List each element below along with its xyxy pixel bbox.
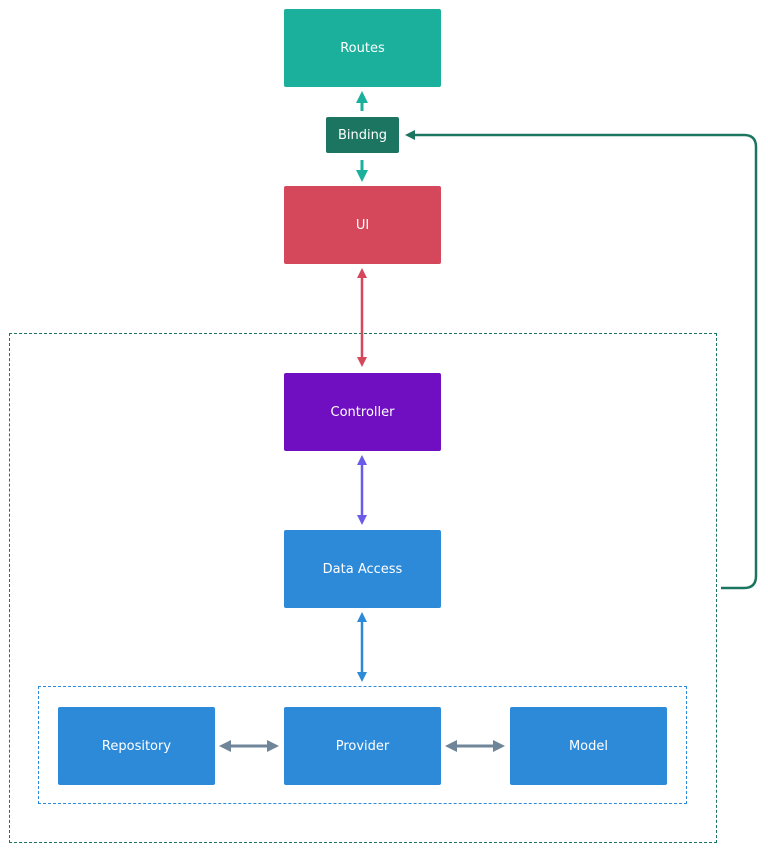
model-node: Model (510, 707, 667, 785)
ui-node: UI (284, 186, 441, 264)
routes-node: Routes (284, 9, 441, 87)
routes-label: Routes (340, 40, 385, 56)
ui-label: UI (355, 217, 370, 233)
data-access-label: Data Access (322, 561, 403, 577)
provider-label: Provider (335, 738, 390, 754)
binding-label: Binding (337, 127, 388, 143)
data-access-node: Data Access (284, 530, 441, 608)
binding-node: Binding (326, 117, 399, 153)
repository-node: Repository (58, 707, 215, 785)
controller-label: Controller (330, 404, 395, 420)
model-label: Model (568, 738, 609, 754)
controller-node: Controller (284, 373, 441, 451)
provider-node: Provider (284, 707, 441, 785)
repository-label: Repository (101, 738, 172, 754)
feedback-loop-arrow (405, 130, 758, 590)
